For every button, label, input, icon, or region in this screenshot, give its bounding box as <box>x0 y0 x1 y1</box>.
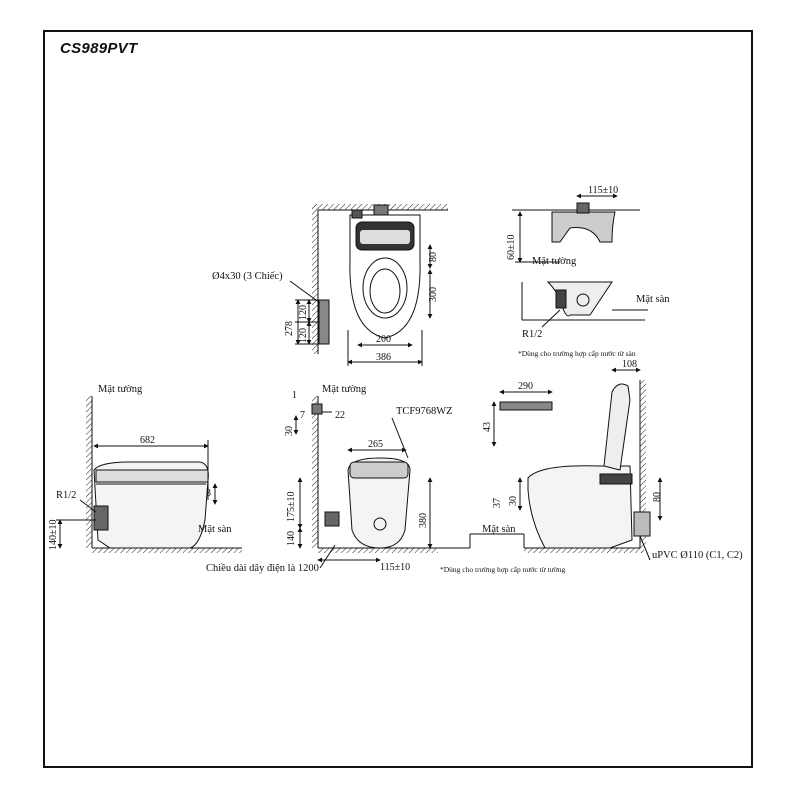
top-view <box>289 204 448 366</box>
top-seat-ring <box>362 257 408 319</box>
drawing-frame <box>43 30 753 768</box>
right-bowl <box>527 465 633 549</box>
dim-wall-120b: 120 <box>298 328 309 343</box>
label-screw: Ø4x30 (3 Chiếc) <box>212 271 283 282</box>
dim-side-140: 140±10 <box>48 520 59 551</box>
dim-top-200: 200 <box>376 334 391 345</box>
dim-front-175: 175±10 <box>286 492 297 523</box>
dim-front-115: 115±10 <box>380 562 410 573</box>
front-view <box>293 396 438 569</box>
detail-top-bowl <box>551 211 616 243</box>
label-floor-right: Mặt sàn <box>482 524 516 535</box>
label-thread-detail: R1/2 <box>522 329 542 340</box>
dim-front-7: 7 <box>300 410 305 421</box>
supply-detail <box>512 193 648 328</box>
dim-right-30: 30 <box>508 496 519 506</box>
label-wall-detail: Mặt tường <box>532 256 577 267</box>
dim-right-80: 80 <box>652 492 663 502</box>
label-floor-detail: Mặt sàn <box>636 294 670 305</box>
top-bowl-outline <box>349 214 421 339</box>
dim-detail-115: 115±10 <box>588 185 618 196</box>
dim-front-140: 140 <box>286 531 297 546</box>
open-lid <box>603 383 631 471</box>
dim-front-22: 22 <box>335 410 345 421</box>
dim-wall-120a: 120 <box>298 305 309 320</box>
label-thread-side: R1/2 <box>56 490 76 501</box>
dim-wall-278: 278 <box>284 321 295 336</box>
right-view <box>438 367 663 561</box>
dim-right-108: 108 <box>622 359 637 370</box>
dim-top-386: 386 <box>376 352 391 363</box>
dim-right-37: 37 <box>492 498 503 508</box>
label-pipe: uPVC Ø110 (C1, C2) <box>652 550 743 561</box>
note-floor-supply: *Dùng cho trường hợp cấp nước từ sàn <box>518 349 636 358</box>
side-view <box>56 396 242 553</box>
label-wall-side: Mặt tường <box>98 384 143 395</box>
dim-detail-60: 60±10 <box>506 235 517 261</box>
model-title: CS989PVT <box>60 40 138 57</box>
top-wall-hatch <box>312 204 318 354</box>
note-wall-supply: *Dùng cho trường hợp cấp nước từ tường <box>440 565 565 574</box>
dim-top-80: 80 <box>428 252 439 262</box>
label-floor-side: Mặt sàn <box>198 524 232 535</box>
dim-top-300: 300 <box>428 287 439 302</box>
dim-front-1: 1 <box>292 390 297 401</box>
dim-right-43: 43 <box>482 422 493 432</box>
dim-right-290: 290 <box>518 381 533 392</box>
label-cable: Chiều dài dây điện là 1200 <box>206 563 319 574</box>
dim-side-682: 682 <box>140 435 155 446</box>
front-bowl <box>347 457 411 549</box>
dim-front-380: 380 <box>418 513 429 528</box>
dim-side-3: 3 <box>206 488 211 499</box>
dim-front-30: 30 <box>284 426 295 436</box>
dim-front-265: 265 <box>368 439 383 450</box>
label-seat-model: TCF9768WZ <box>396 406 453 417</box>
label-wall-front: Mặt tường <box>322 384 367 395</box>
